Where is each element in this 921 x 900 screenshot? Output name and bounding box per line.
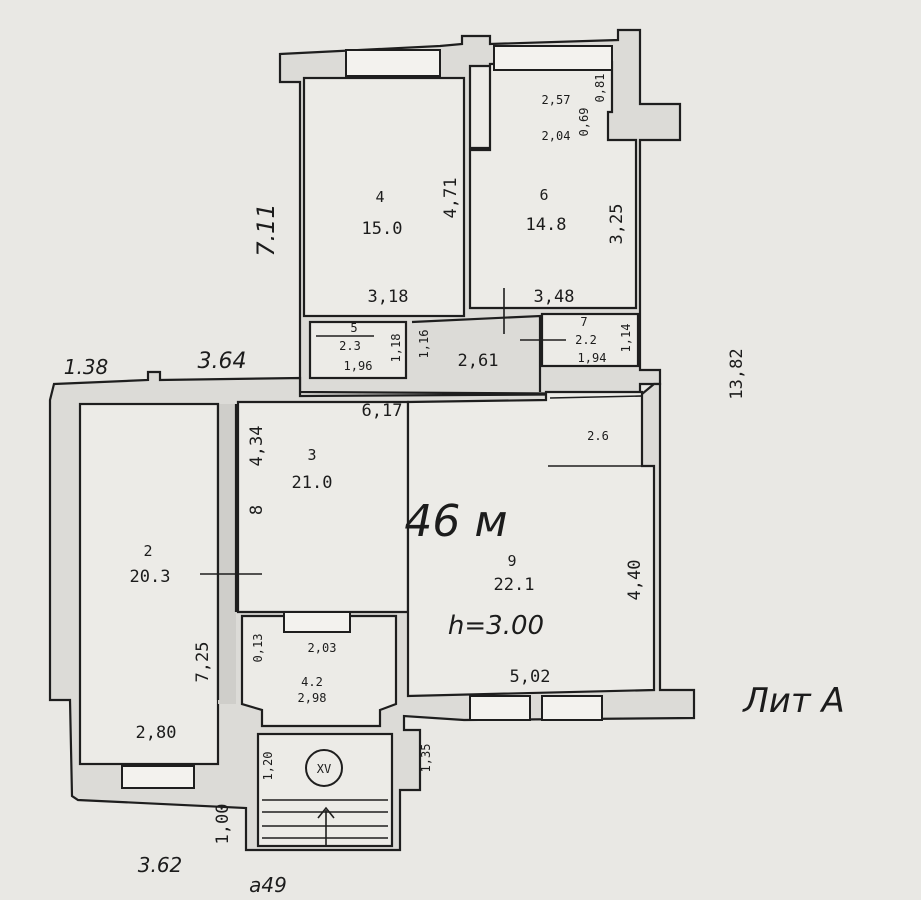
room-4 [302,76,466,318]
strip-area: 2.6 [587,429,609,443]
room-4-number: 4 [375,188,384,206]
dim-hall-16: 1,16 [417,330,431,359]
dim-left-top-b: 3.64 [198,349,247,374]
dim-overall-height: 13,82 [727,348,747,399]
dim-stair-right: 1,35 [419,744,433,773]
room-1 [240,614,398,728]
dim-room1-top: 2,03 [308,641,337,655]
stair-block [256,732,394,848]
wall-2-3 [218,404,236,704]
dim-bottom-c: a49 [249,873,287,897]
stair-circle [305,749,343,787]
dim-room1-side: 0,13 [251,634,265,663]
dim-top-right-d: 0,81 [593,74,607,103]
dim-top-right-c: 0,69 [577,108,591,137]
room-9-number: 9 [507,552,516,570]
window-top-left [345,49,441,77]
dim-outer-top-left: 7.11 [252,203,280,256]
room-7-area: 2.2 [575,333,597,347]
dim-room3-width: 6,17 [362,401,403,421]
window-room-9-b [541,695,603,721]
strip-room [548,395,643,467]
room-4-area: 15.0 [362,219,403,239]
window-room-2 [121,765,195,789]
room-9-area: 22.1 [494,575,535,595]
window-room-9-a [469,695,531,721]
stair-symbol: XV [317,762,331,776]
window-top-right [493,45,613,71]
dim-bottom-b: 3.62 [138,853,183,877]
room-5 [308,320,408,380]
hall [411,314,542,392]
dim-bottom-a: 1,00 [213,804,233,845]
room-6-main [468,60,638,310]
total-area-note: 46 м [404,496,507,547]
dim-room6-width: 3,48 [534,287,575,307]
dim-left-top-a: 1.38 [64,355,109,379]
room-7 [540,312,640,368]
dim-room2-width: 2,80 [136,723,177,743]
dim-room3-height: 4,34 [247,426,267,467]
liter-label: Лит А [741,681,845,721]
ceiling-height-note: h=3.00 [448,611,544,641]
dim-top-right-a: 2,57 [542,93,571,107]
dim-room9-height: 4,40 [625,560,645,601]
dim-room9-width: 5,02 [510,667,551,687]
dim-room6-height: 3,25 [607,204,627,245]
room-3-number: 3 [307,446,316,464]
dim-room3-side: 8 [247,505,267,515]
room-1-area: 4.2 [301,675,323,689]
dim-room1-width: 2,98 [298,691,327,705]
room-3-area: 21.0 [292,473,333,493]
stair-arrow-head [317,806,335,819]
room-2-area: 20.3 [130,567,171,587]
room-5-area: 2.3 [339,339,361,353]
room-5-number: 5 [350,321,357,335]
dim-room5-width: 1,96 [344,359,373,373]
room-6-number: 6 [539,186,548,204]
door-room-1 [283,611,351,633]
dim-room4-width: 3,18 [368,287,409,307]
room-7-number: 7 [580,315,587,329]
room-2 [78,402,220,766]
room-6-area: 14.8 [526,215,567,235]
dim-hall-width: 2,61 [458,351,499,371]
room-2-number: 2 [143,542,152,560]
dim-stair-side: 1,20 [261,752,275,781]
dim-room7-height: 1,14 [619,324,633,353]
dim-room2-height: 7,25 [193,642,213,683]
dim-room4-height: 4,71 [441,178,461,219]
dim-room5-height: 1,18 [389,334,403,363]
dim-top-right-b: 2,04 [542,129,571,143]
dim-room7-width: 1,94 [578,351,607,365]
